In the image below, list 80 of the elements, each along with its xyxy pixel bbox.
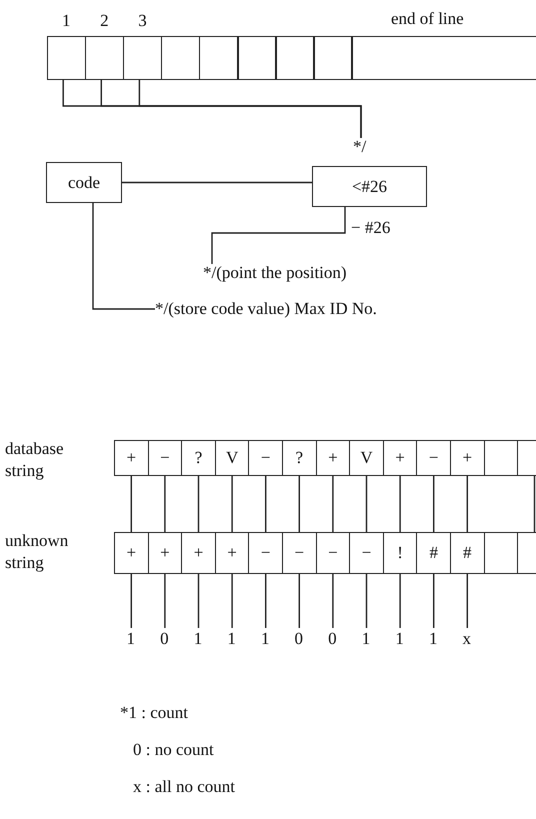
string-cell: # (450, 532, 485, 574)
string-cell: + (181, 532, 216, 574)
connector-line (433, 574, 434, 628)
string-cell (199, 36, 238, 80)
connector-line (265, 574, 266, 628)
connector-line (399, 476, 401, 532)
connector-line (298, 476, 300, 532)
connector-line (433, 476, 434, 532)
string-cell: − (282, 532, 317, 574)
connector-line (466, 574, 468, 628)
count-digit: 0 (154, 628, 176, 650)
connector-line (231, 574, 233, 628)
key-text: x : all no count (133, 776, 236, 798)
count-digit: 1 (187, 628, 209, 650)
cell-number: 1 (62, 11, 70, 31)
string-cell: − (349, 532, 384, 574)
connector-line (130, 574, 132, 628)
key-text: *1 : count (120, 702, 189, 724)
connector-line (198, 476, 200, 532)
connector-line (399, 574, 401, 628)
count-digit: 1 (254, 628, 276, 650)
count-digit: 1 (220, 628, 242, 650)
cell-number: 2 (100, 11, 109, 31)
connector-line (466, 476, 468, 532)
connector-line (332, 574, 334, 628)
connector-line (366, 574, 368, 628)
row-heading: database string (5, 438, 65, 482)
string-cell (484, 532, 518, 574)
connector-line (164, 476, 166, 532)
string-cell: − (148, 440, 182, 476)
annotation-text: */(store code value) Max ID No. (155, 298, 377, 320)
string-cell: V (349, 440, 384, 476)
count-digit: 0 (322, 628, 344, 650)
connector-line (366, 476, 368, 532)
string-cell: − (248, 532, 283, 574)
row-heading: unknown string (5, 530, 70, 574)
string-cell: ? (282, 440, 317, 476)
key-text: 0 : no count (133, 739, 215, 761)
string-cell (161, 36, 200, 80)
connector-line (211, 207, 346, 264)
connector-line (122, 182, 312, 184)
string-cell: + (450, 440, 485, 476)
string-cell: V (214, 440, 250, 476)
string-cell (276, 36, 314, 80)
connector-line (198, 574, 200, 628)
string-cell: + (148, 532, 182, 574)
count-digit: 1 (422, 628, 444, 650)
string-cell: − (416, 440, 451, 476)
string-cell: + (114, 532, 149, 574)
annotation-text: */(point the position) (203, 262, 347, 284)
string-cell (484, 440, 518, 476)
process-box: <#26 (312, 166, 427, 207)
string-cell: + (114, 440, 149, 476)
string-cell: − (316, 532, 350, 574)
count-digit: 0 (288, 628, 310, 650)
string-cell: + (214, 532, 250, 574)
connector-line (164, 574, 166, 628)
string-cell (314, 36, 352, 80)
string-cell: ? (181, 440, 216, 476)
connector-line (534, 476, 536, 532)
end-of-line-label: end of line (391, 9, 464, 29)
count-digit: 1 (355, 628, 377, 650)
connector-line (231, 476, 233, 532)
count-digit: 1 (388, 628, 410, 650)
string-cell: ! (382, 532, 418, 574)
connector-line (130, 476, 132, 532)
process-box: code (46, 162, 122, 203)
count-digit: x (456, 628, 478, 650)
string-cell: + (316, 440, 350, 476)
count-digit: 1 (120, 628, 142, 650)
connector-line (92, 203, 155, 310)
connector-line (332, 476, 334, 532)
annotation-text: */ (353, 136, 366, 158)
string-cell: + (382, 440, 418, 476)
string-cell: # (416, 532, 451, 574)
connector-line (265, 476, 266, 532)
cell-number: 3 (138, 11, 147, 31)
string-cell: − (248, 440, 283, 476)
connector-line (298, 574, 300, 628)
string-cell (238, 36, 276, 80)
